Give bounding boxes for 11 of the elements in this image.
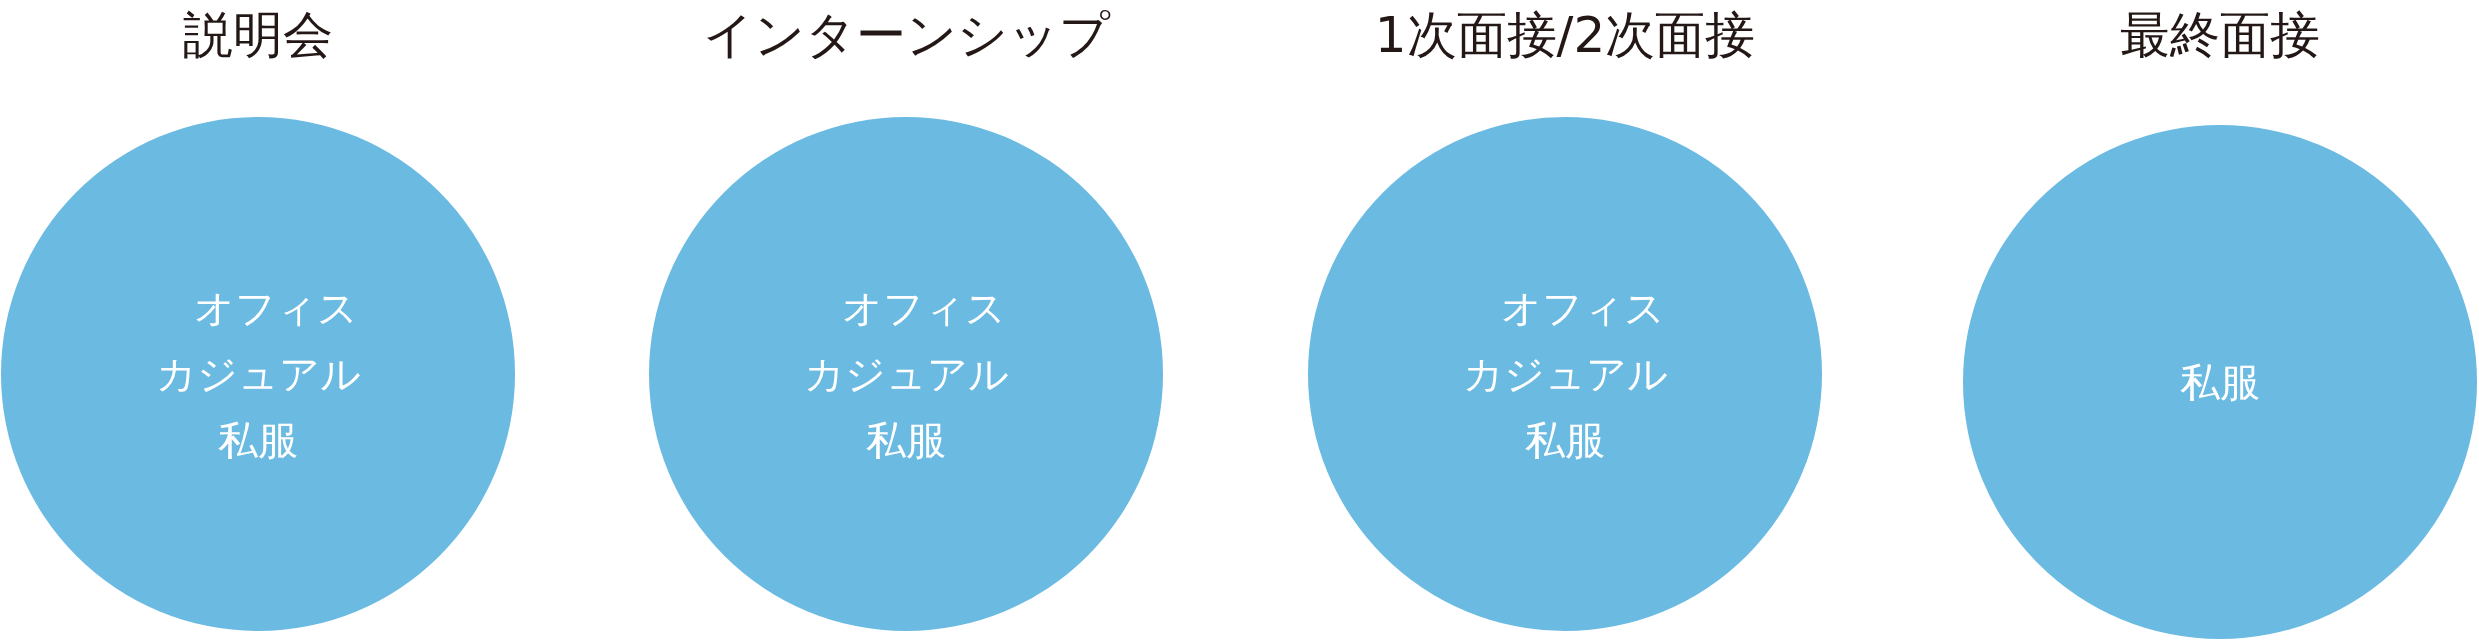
dress-code-text: 私服	[2180, 358, 2260, 407]
dress-code-text: 私服	[1525, 416, 1605, 465]
dress-code-text: オフィスカジュアル	[154, 284, 362, 399]
stage-heading: インターンシップ	[701, 5, 1112, 65]
dress-code-text: 私服	[218, 416, 298, 465]
stage-heading: 1次面接/2次面接	[1373, 5, 1757, 65]
dress-code-text: オフィスカジュアル	[802, 284, 1010, 399]
stage-heading: 最終面接	[2119, 5, 2321, 65]
stage-heading: 説明会	[182, 5, 334, 65]
dress-code-text: 私服	[866, 416, 946, 465]
dress-code-text: オフィスカジュアル	[1461, 284, 1669, 399]
